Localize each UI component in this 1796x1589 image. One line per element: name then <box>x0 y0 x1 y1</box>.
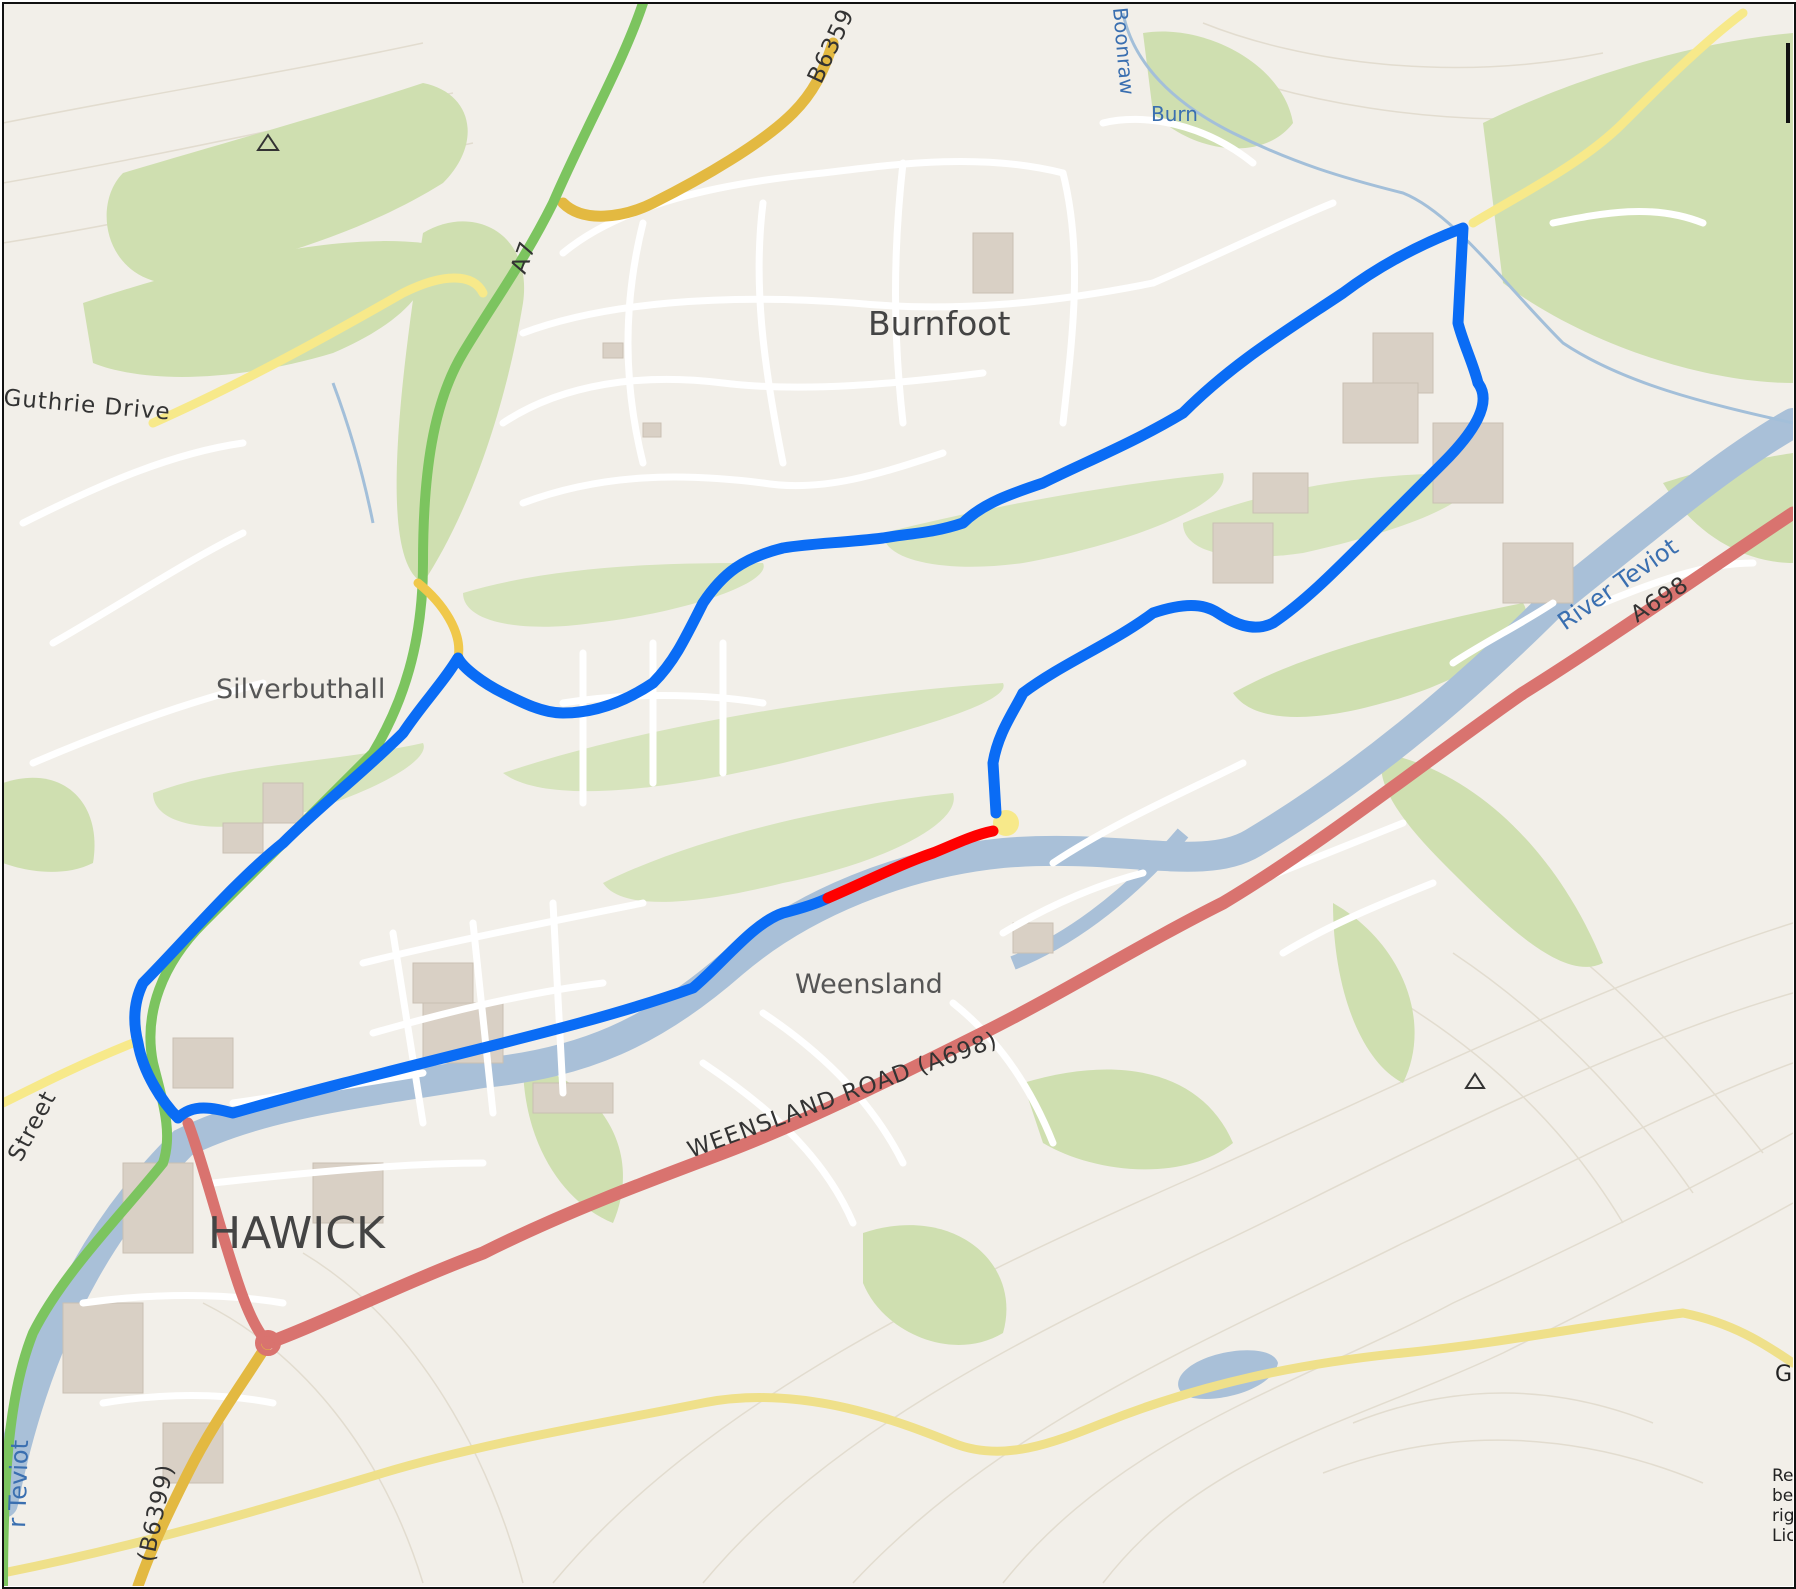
place-label-hawick: HAWICK <box>208 1208 386 1259</box>
small-stream <box>331 382 375 524</box>
woodland-areas <box>3 31 1793 1345</box>
road-b6399 <box>132 1337 274 1586</box>
attribution-line-1: Re <box>1772 1466 1793 1486</box>
edge-label-g: G <box>1775 1362 1792 1387</box>
route-loop-blue[interactable] <box>129 222 1489 1124</box>
water-label-burn: Burn <box>1151 102 1198 126</box>
route-segment-red[interactable] <box>822 825 999 904</box>
road-b6359 <box>557 37 839 222</box>
water-label-river-teviot-sw: r Teviot <box>3 1439 34 1528</box>
road-a698 <box>261 506 1793 1350</box>
road-a7-hawick <box>182 1117 274 1349</box>
river-branch <box>1010 828 1189 970</box>
tertiary-roads <box>3 8 1793 1578</box>
attribution-line-2: be <box>1772 1486 1793 1506</box>
hawick-roundabout <box>255 1330 281 1356</box>
map-canvas[interactable]: HAWICK Burnfoot Silverbuthall Weensland … <box>3 3 1793 1586</box>
place-label-silverbuthall: Silverbuthall <box>216 674 385 705</box>
buildings <box>62 232 1574 1484</box>
map-svg: HAWICK Burnfoot Silverbuthall Weensland … <box>3 3 1793 1586</box>
minor-streets <box>19 115 1757 1407</box>
a7-junction <box>413 578 464 663</box>
legend-box-edge <box>1786 43 1790 123</box>
boonraw-burn <box>1121 12 1793 425</box>
place-label-burnfoot: Burnfoot <box>868 304 1010 343</box>
triangulation-point-icon <box>256 133 280 151</box>
place-label-weensland: Weensland <box>795 969 943 1000</box>
attribution-line-3: rig <box>1772 1506 1793 1526</box>
triangulation-point-icon <box>1464 1072 1486 1089</box>
attribution-line-4: Lic <box>1772 1526 1793 1546</box>
